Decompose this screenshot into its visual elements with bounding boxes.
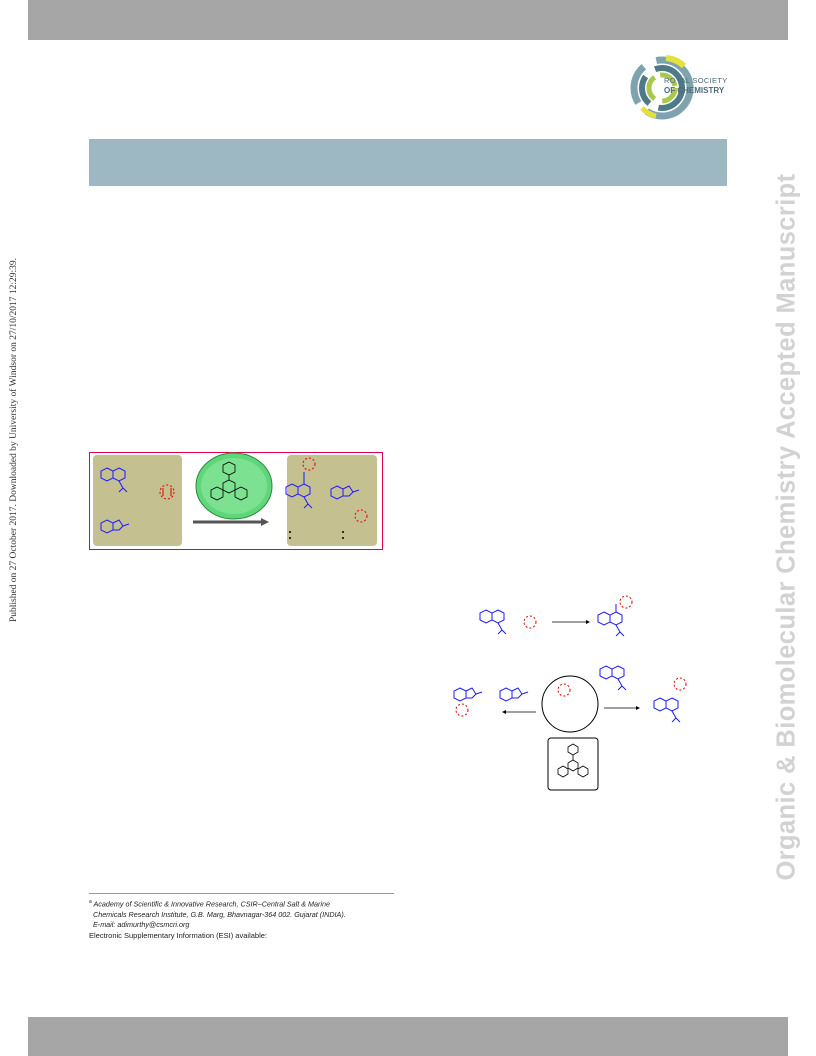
footnote: a Academy of Scientific & Innovative Res…: [89, 897, 409, 941]
logo-line1: ROYAL SOCIETY: [664, 76, 728, 85]
footnote-marker: a: [89, 899, 92, 905]
email-line: E-mail: adimurthy@csmcri.org: [93, 920, 190, 930]
rsc-logo: ROYAL SOCIETY OF CHEMISTRY: [628, 54, 728, 122]
title-banner: [89, 139, 727, 186]
esi-note: Electronic Supplementary Information (ES…: [89, 930, 268, 940]
footer-bar: [28, 1017, 788, 1056]
rsc-logo-icon: [630, 55, 694, 120]
affiliation-line2: Chemicals Research Institute, G.B. Marg,…: [93, 909, 346, 919]
publication-note-text: Published on 27 October 2017. Downloaded…: [9, 257, 19, 623]
affiliation-line1: a Academy of Scientific & Innovative Res…: [89, 897, 409, 910]
footnote-divider: [89, 893, 394, 894]
journal-watermark-text: Organic & Biomolecular Chemistry Accepte…: [772, 173, 801, 881]
graphical-abstract-figure: [89, 452, 383, 550]
header-bar: [28, 0, 788, 40]
graphical-abstract: [89, 452, 383, 550]
affiliation-text1: Academy of Scientific & Innovative Resea…: [93, 899, 331, 909]
logo-line2: OF CHEMISTRY: [664, 86, 725, 95]
reaction-scheme-figure: [453, 595, 687, 791]
reaction-scheme: [440, 592, 720, 798]
